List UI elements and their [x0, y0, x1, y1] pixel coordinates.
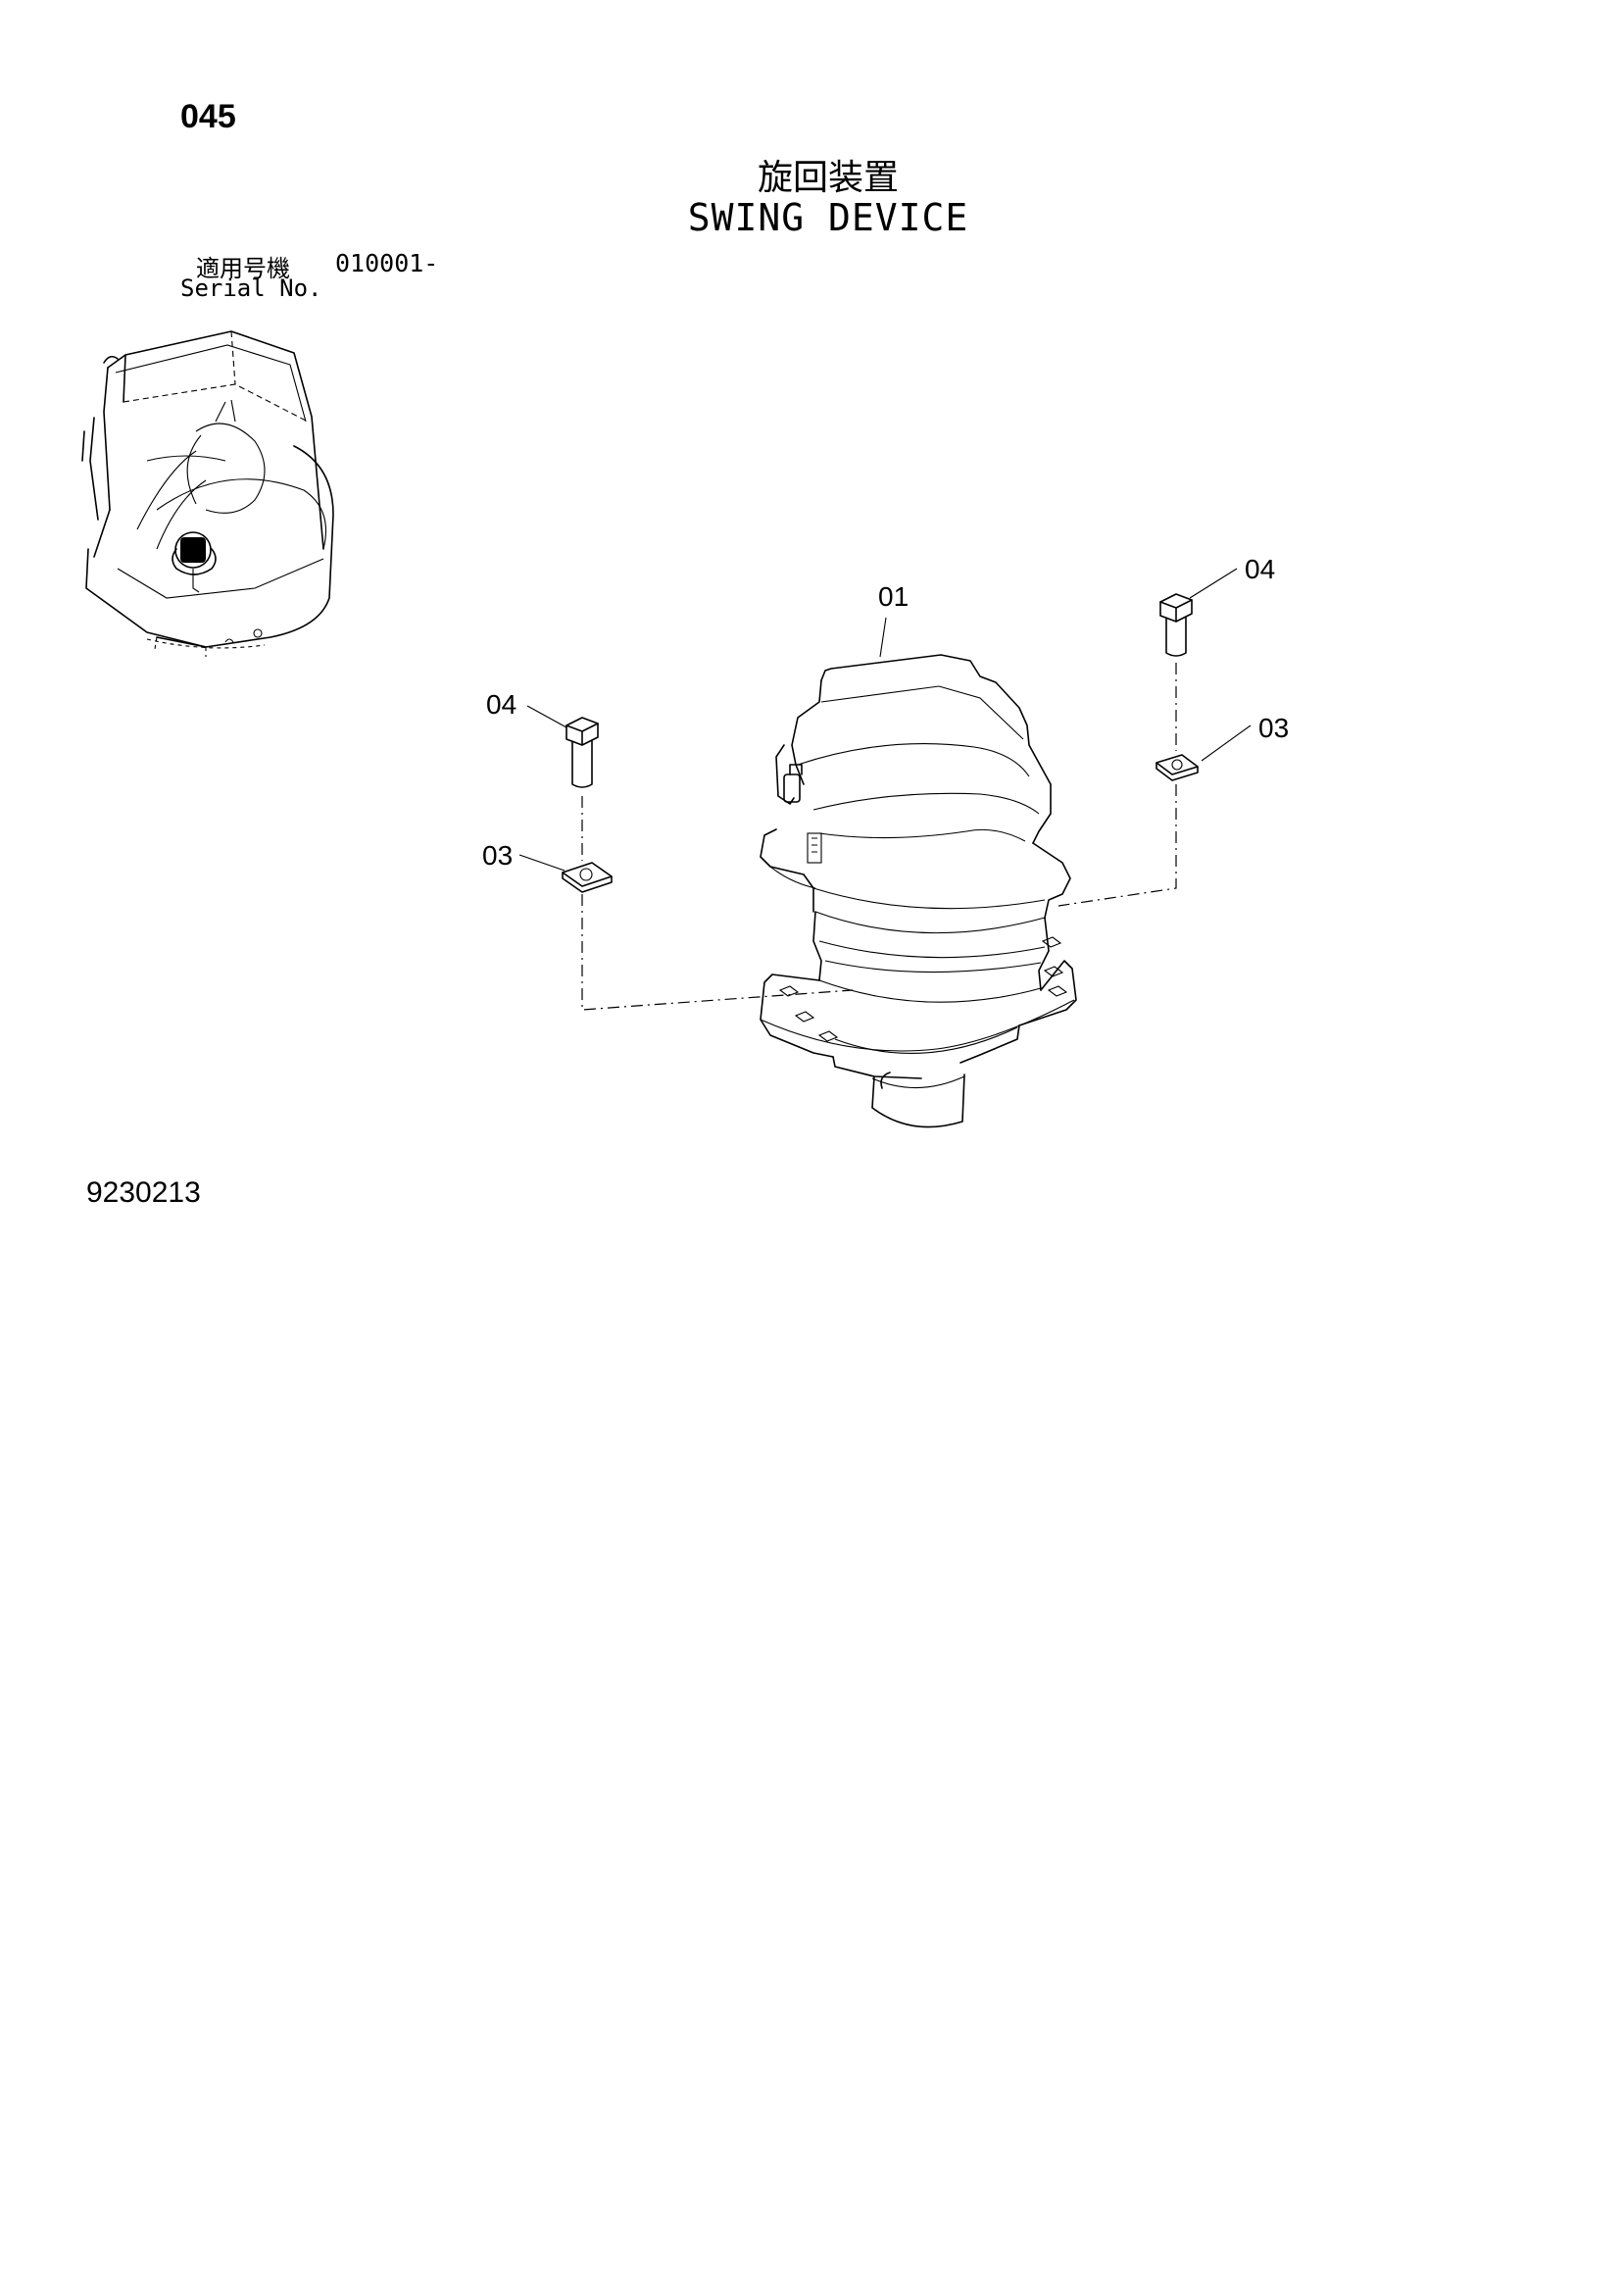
title-english: SWING DEVICE: [687, 196, 969, 239]
bolt-left: [566, 717, 599, 788]
callout-04-left: 04: [486, 689, 516, 720]
bolt-right: [1159, 593, 1193, 657]
callout-04-right: 04: [1245, 554, 1275, 584]
callout-03-right: 03: [1258, 713, 1289, 743]
callout-01: 01: [878, 581, 909, 612]
serial-number-value: 010001-: [335, 249, 439, 277]
serial-label-japanese: 適用号機: [196, 255, 290, 282]
serial-label-english: Serial No.: [180, 275, 322, 302]
title-japanese: 旋回装置: [757, 158, 899, 198]
callout-03-left: 03: [482, 840, 513, 871]
washer-right: [1156, 754, 1199, 781]
swing-device-motor: [760, 654, 1077, 1128]
callout-leaders: [518, 568, 1252, 872]
washer-left: [562, 862, 613, 893]
assembly-centerlines: [581, 663, 1177, 1011]
machine-locator-thumbnail: [81, 330, 334, 657]
page-number: 045: [180, 98, 236, 135]
drawing-number: 9230213: [86, 1176, 201, 1209]
